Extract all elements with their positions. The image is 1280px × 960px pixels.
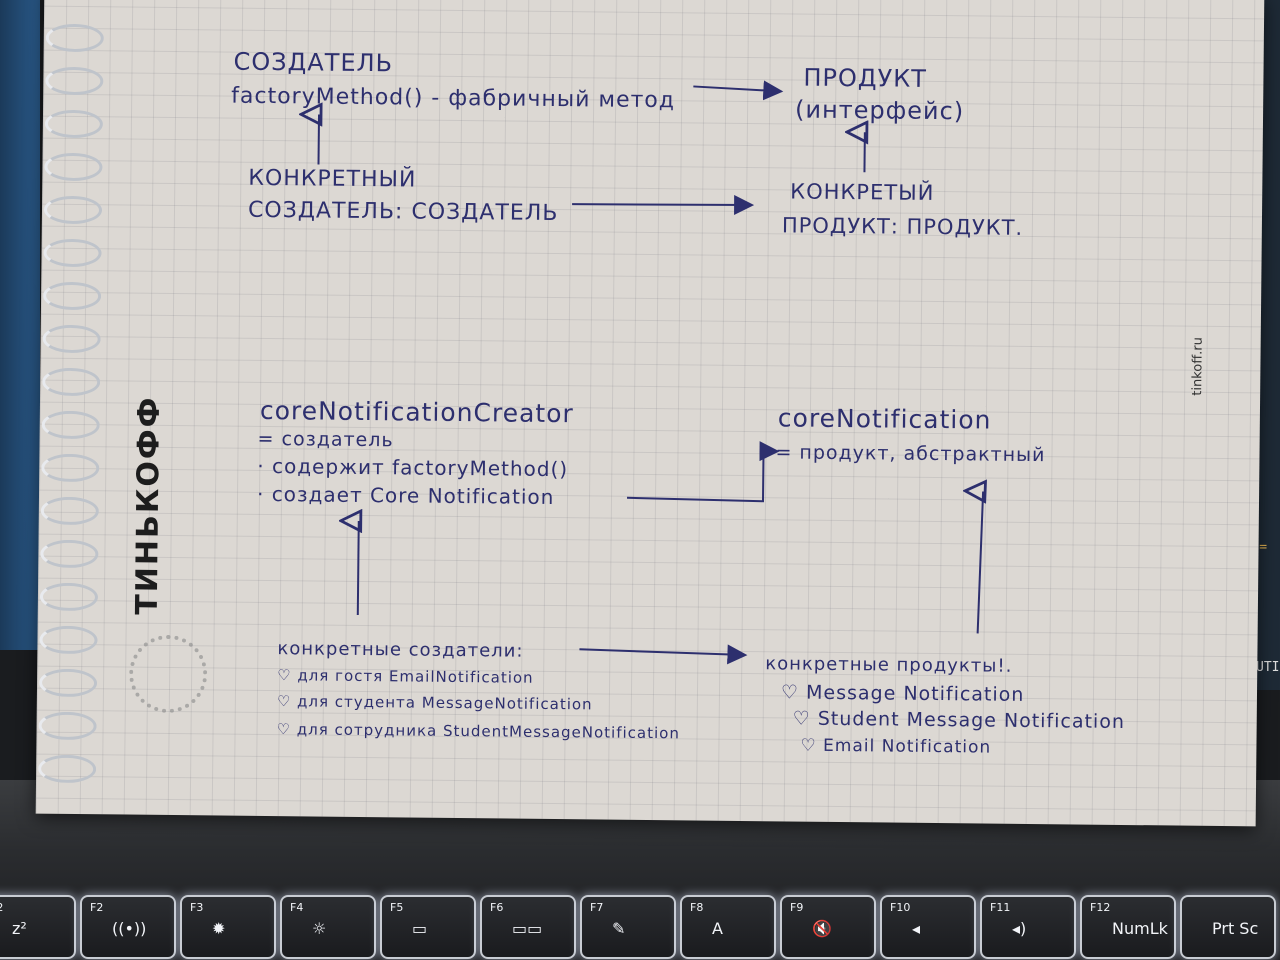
key-glyph-icon: ✹: [212, 919, 226, 938]
key-label: F3: [190, 901, 204, 914]
keyboard-key[interactable]: F2 z²: [0, 895, 76, 959]
key-glyph-icon: ☼: [312, 919, 327, 938]
key-glyph-icon: Prt Sc: [1212, 919, 1259, 938]
key-label: F9: [790, 901, 804, 914]
keyboard-key[interactable]: F11◂): [980, 895, 1076, 959]
diagram-arrows: [36, 80, 1265, 665]
keyboard-key[interactable]: F9 🔇: [780, 895, 876, 959]
keyboard-key[interactable]: F2 ((•)): [80, 895, 176, 959]
key-label: F12: [1090, 901, 1111, 914]
key-label: F8: [690, 901, 704, 914]
key-label: F2: [0, 901, 3, 914]
arrow-creator-to-product: [693, 80, 784, 101]
arrow-concrete-creators-to-products: [579, 644, 748, 665]
background-monitor-left: [0, 0, 40, 650]
keyboard-key[interactable]: Prt Sc: [1180, 895, 1276, 959]
key-label: F10: [890, 901, 911, 914]
key-label: F6: [490, 901, 504, 914]
key-glyph-icon: ◂): [1012, 919, 1027, 938]
key-label: F2: [90, 901, 104, 914]
key-label: F4: [290, 901, 304, 914]
arrow-inherit-creator: [319, 115, 320, 165]
arrow-core-creator-to-core-notification: [627, 441, 780, 503]
keyboard-key[interactable]: F4 ☼: [280, 895, 376, 959]
keyboard-key[interactable]: F10◂: [880, 895, 976, 959]
key-glyph-icon: ◂: [912, 919, 921, 938]
arrow-inherit-core-notification: [978, 491, 983, 634]
key-glyph-icon: z²: [12, 919, 27, 938]
keyboard-key[interactable]: F5 ▭: [380, 895, 476, 959]
key-label: F5: [390, 901, 404, 914]
arrow-concrete-creator-to-product: [572, 194, 755, 215]
key-glyph-icon: 🔇: [812, 919, 832, 938]
key-glyph-icon: A: [712, 919, 723, 938]
key-label: F11: [990, 901, 1011, 914]
notebook-page: ТИНЬКОФФ tinkoff.ru СОЗДАТЕЛЬ factoryMet…: [35, 0, 1265, 827]
key-glyph-icon: ▭▭: [512, 919, 543, 938]
key-glyph-icon: NumLk: [1112, 919, 1168, 938]
key-glyph-icon: ✎: [612, 919, 626, 938]
keyboard-key[interactable]: F7 ✎: [580, 895, 676, 959]
keyboard-key[interactable]: F6 ▭▭: [480, 895, 576, 959]
key-label: F7: [590, 901, 604, 914]
keyboard-key[interactable]: F3 ✹: [180, 895, 276, 959]
arrow-inherit-core-creator: [358, 521, 359, 615]
key-glyph-icon: ▭: [412, 919, 428, 938]
key-glyph-icon: ((•)): [112, 919, 147, 938]
monitor-status-uti: UTI: [1256, 660, 1280, 675]
